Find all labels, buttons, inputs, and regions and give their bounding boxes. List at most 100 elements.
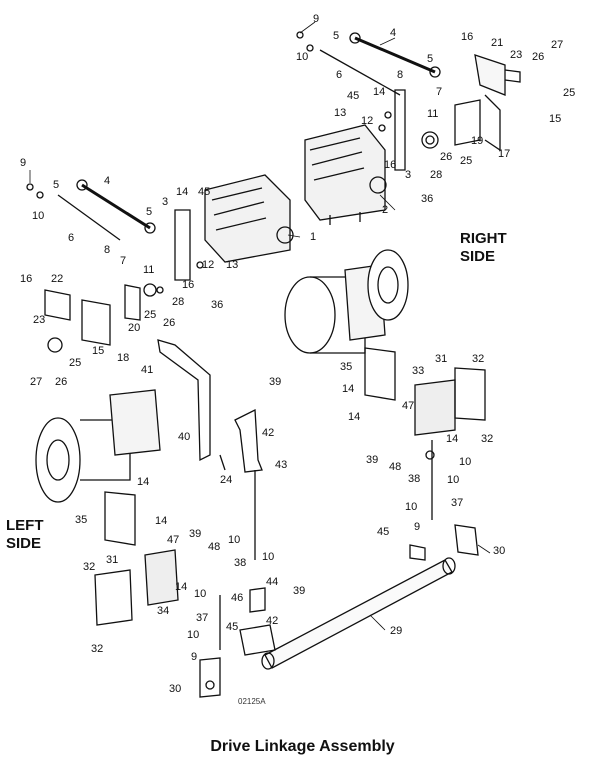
right-side-label-1: RIGHT	[460, 230, 507, 247]
callout: 6	[68, 232, 74, 244]
callout: 47	[402, 400, 414, 412]
callout: 16	[182, 279, 194, 291]
callout: 10	[296, 51, 308, 63]
callout: 29	[390, 625, 402, 637]
callout: 6	[336, 69, 342, 81]
left-side-label-2: SIDE	[6, 535, 41, 552]
callout: 32	[481, 433, 493, 445]
callout: 9	[313, 13, 319, 25]
callout: 14	[155, 515, 167, 527]
callouts-left-lower: 41 39 42 40 24 43 14 35 14 39 47 48 10 3…	[75, 364, 402, 695]
left-control-rod	[26, 179, 156, 241]
callout: 4	[390, 27, 396, 39]
callout: 25	[460, 155, 472, 167]
callout: 10	[228, 534, 240, 546]
right-wheel-motor	[284, 249, 409, 354]
callout: 9	[414, 521, 420, 533]
callout: 10	[32, 210, 44, 222]
callout: 13	[334, 107, 346, 119]
callout: 14	[342, 383, 354, 395]
callout: 32	[83, 561, 95, 573]
callout: 47	[167, 534, 179, 546]
callout: 36	[421, 193, 433, 205]
callout: 1	[310, 231, 316, 243]
callout: 13	[226, 259, 238, 271]
callout: 31	[435, 353, 447, 365]
callout: 28	[430, 169, 442, 181]
callout: 26	[163, 317, 175, 329]
left-brake-linkage	[94, 491, 266, 650]
callout: 30	[493, 545, 505, 557]
callout: 16	[384, 159, 396, 171]
left-bracket-assembly	[44, 209, 204, 353]
callout: 39	[189, 528, 201, 540]
callout: 16	[20, 273, 32, 285]
callout: 32	[472, 353, 484, 365]
callout: 4	[104, 175, 110, 187]
callout: 39	[269, 376, 281, 388]
callout: 15	[549, 113, 561, 125]
callout: 21	[491, 37, 503, 49]
callout: 48	[208, 541, 220, 553]
callout: 41	[141, 364, 153, 376]
callout: 3	[162, 196, 168, 208]
callout: 10	[187, 629, 199, 641]
callout: 45	[347, 90, 359, 102]
callout: 39	[293, 585, 305, 597]
leader-lines	[29, 21, 491, 631]
callout: 35	[75, 514, 87, 526]
callout: 9	[20, 157, 26, 169]
callout: 40	[178, 431, 190, 443]
left-side-label-1: LEFT	[6, 517, 44, 534]
right-brake-linkage	[364, 347, 486, 561]
callout: 42	[262, 427, 274, 439]
callout: 26	[55, 376, 67, 388]
drawing-code: 02125A	[238, 697, 266, 706]
callout: 2	[382, 204, 388, 216]
callout: 8	[397, 69, 403, 81]
callout: 3	[405, 169, 411, 181]
callout: 45	[226, 621, 238, 633]
callout: 25	[69, 357, 81, 369]
callout: 37	[451, 497, 463, 509]
callout: 14	[373, 86, 385, 98]
right-pump-drawing	[304, 124, 387, 225]
callout: 45	[377, 526, 389, 538]
callout: 7	[120, 255, 126, 267]
callout: 18	[117, 352, 129, 364]
callout: 48	[389, 461, 401, 473]
callout: 11	[427, 108, 438, 120]
callouts-right-upper: 9 10 5 4 5 6 8 7 16 21 23 26 27 25 15 45…	[296, 13, 575, 216]
callout: 14	[175, 581, 187, 593]
callout: 9	[191, 651, 197, 663]
callout: 19	[471, 135, 483, 147]
left-wheel-motor	[35, 389, 161, 503]
callout: 5	[427, 53, 433, 65]
callout: 12	[361, 115, 373, 127]
callout: 38	[408, 473, 420, 485]
callout: 23	[510, 49, 522, 61]
callout: 16	[461, 31, 473, 43]
callout: 35	[340, 361, 352, 373]
callout: 7	[436, 86, 442, 98]
callout: 38	[234, 557, 246, 569]
callout: 43	[275, 459, 287, 471]
callout: 46	[231, 592, 243, 604]
callout: 45	[198, 186, 210, 198]
callout: 28	[172, 296, 184, 308]
callout: 10	[262, 551, 274, 563]
callout: 10	[447, 474, 459, 486]
cross-shaft	[199, 524, 479, 698]
callout: 22	[51, 273, 63, 285]
callout: 14	[348, 411, 360, 423]
right-control-rod	[296, 31, 441, 96]
callout: 15	[92, 345, 104, 357]
left-steering-arms	[157, 339, 263, 560]
callout: 37	[196, 612, 208, 624]
callout: 14	[137, 476, 149, 488]
callout: 11	[143, 264, 154, 276]
callout: 25	[563, 87, 575, 99]
callout: 5	[146, 206, 152, 218]
